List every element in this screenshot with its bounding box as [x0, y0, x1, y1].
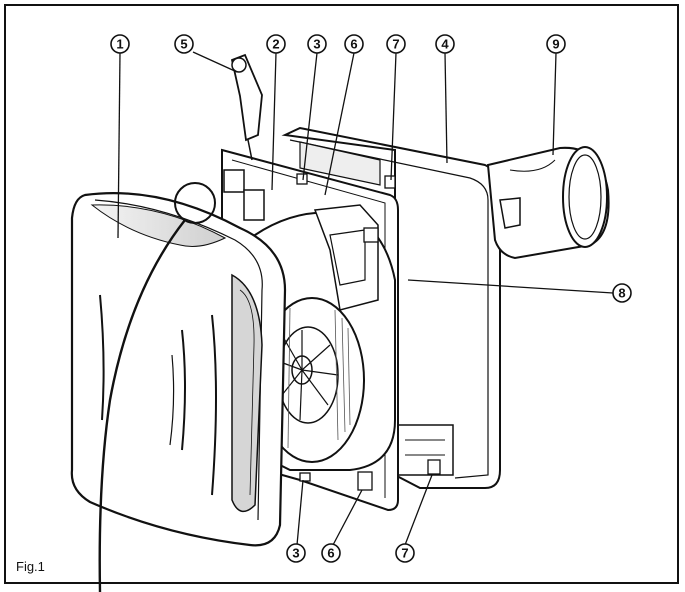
callout-number: 1 — [116, 37, 123, 52]
callout-c7top: 7 — [386, 34, 406, 54]
callout-number: 2 — [272, 37, 279, 52]
callout-number: 6 — [327, 546, 334, 561]
callout-c6bot: 6 — [321, 543, 341, 563]
callout-circle — [546, 34, 566, 54]
callout-circle — [110, 34, 130, 54]
callout-c3top: 3 — [307, 34, 327, 54]
callout-circle — [286, 543, 306, 563]
pull-cord — [98, 53, 263, 592]
callout-markers: 1 5 2 3 6 7 4 9 8 3 6 7 — [110, 34, 632, 563]
front-cover — [70, 192, 287, 547]
screw-clips — [296, 173, 441, 491]
duct-connector — [486, 146, 610, 260]
callout-number: 5 — [180, 37, 187, 52]
callout-c3bot: 3 — [286, 543, 306, 563]
leader-lines — [117, 51, 614, 546]
callout-circle — [266, 34, 286, 54]
callout-circle — [344, 34, 364, 54]
callout-circle — [435, 34, 455, 54]
callout-c8: 8 — [612, 283, 632, 303]
callout-circle — [307, 34, 327, 54]
callout-circle — [321, 543, 341, 563]
callout-number: 8 — [618, 286, 625, 301]
callout-circle — [386, 34, 406, 54]
callout-c9: 9 — [546, 34, 566, 54]
callout-circle — [395, 543, 415, 563]
callout-number: 4 — [441, 37, 449, 52]
callout-number: 7 — [401, 546, 408, 561]
callout-circle — [612, 283, 632, 303]
callout-circle — [174, 34, 194, 54]
callout-c1: 1 — [110, 34, 130, 54]
callout-c4: 4 — [435, 34, 455, 54]
callout-number: 7 — [392, 37, 399, 52]
callout-c2: 2 — [266, 34, 286, 54]
callout-c7bot: 7 — [395, 543, 415, 563]
figure-label: Fig.1 — [16, 559, 45, 574]
callout-number: 3 — [292, 546, 299, 561]
callout-c5: 5 — [174, 34, 194, 54]
callout-number: 6 — [350, 37, 357, 52]
callout-c6top: 6 — [344, 34, 364, 54]
callout-number: 3 — [313, 37, 320, 52]
callout-number: 9 — [552, 37, 559, 52]
